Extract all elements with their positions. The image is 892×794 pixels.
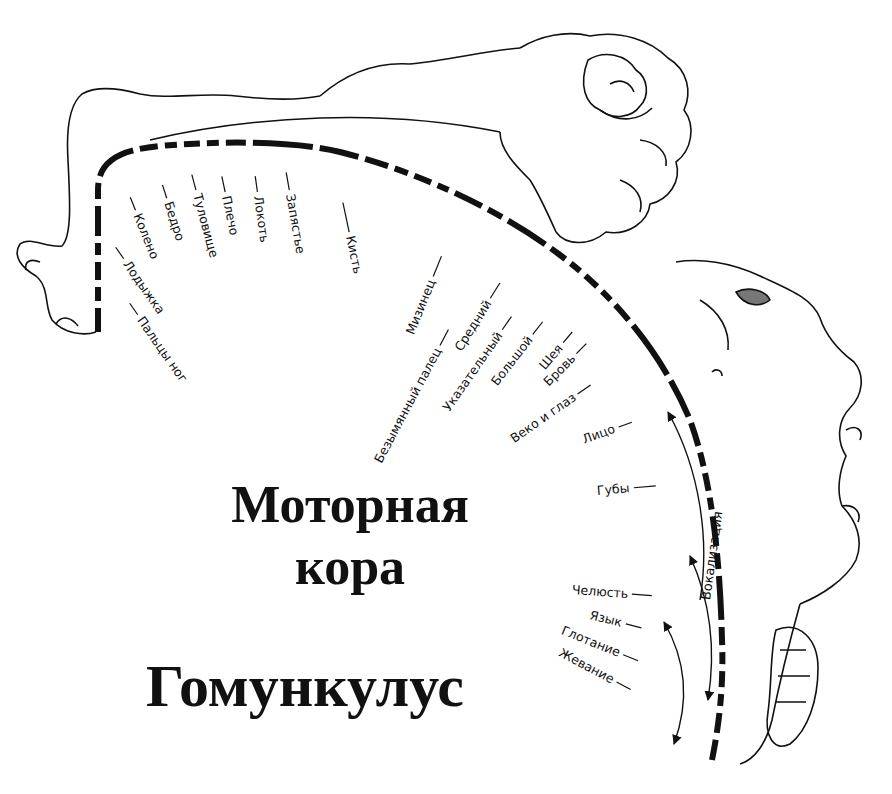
leader-line	[578, 385, 591, 394]
body-part-label: Язык	[588, 607, 624, 630]
body-part-label: Колено	[130, 211, 163, 262]
body-part-label: Губы	[596, 480, 630, 499]
body-part-label: Мизинец	[403, 277, 440, 337]
body-part-label: Пальцы ног	[133, 313, 190, 385]
leader-line	[619, 422, 632, 427]
leader-line	[162, 185, 166, 198]
body-part-label: Туловище	[189, 192, 221, 260]
leader-line	[634, 486, 656, 488]
leader-line	[286, 172, 289, 190]
leader-line	[192, 175, 196, 190]
leader-line	[222, 176, 225, 192]
leader-line	[502, 317, 511, 330]
body-part-label: Лодыжка	[119, 257, 168, 317]
leader-line	[533, 322, 543, 335]
body-part-label: Плечо	[218, 194, 242, 237]
body-part-label: Безымянный палец	[371, 345, 445, 466]
leader-line	[130, 197, 135, 210]
body-part-label: Бедро	[160, 200, 188, 243]
leader-line	[490, 283, 500, 298]
heading-text: Гомункулус	[60, 650, 550, 722]
body-part-label: Челюсть	[571, 582, 628, 602]
leader-line	[576, 344, 586, 354]
body-part-label: Веко и глаз	[507, 390, 579, 447]
leader-line	[433, 256, 441, 276]
leader-line	[255, 176, 257, 192]
leader-line	[343, 203, 349, 232]
leader-line	[440, 330, 448, 346]
leader-line	[623, 655, 638, 661]
body-part-label: Лицо	[580, 421, 617, 448]
heading-text: Моторная кора	[170, 474, 530, 598]
body-part-label: Запястье	[282, 193, 308, 255]
leader-line	[563, 332, 572, 343]
leader-line	[130, 303, 138, 314]
body-part-label: Кисть	[342, 234, 366, 275]
body-part-label: Локоть	[250, 195, 272, 244]
leader-line	[617, 682, 631, 690]
leader-line	[626, 624, 642, 628]
leader-line	[116, 247, 124, 258]
leader-line	[632, 594, 652, 595]
